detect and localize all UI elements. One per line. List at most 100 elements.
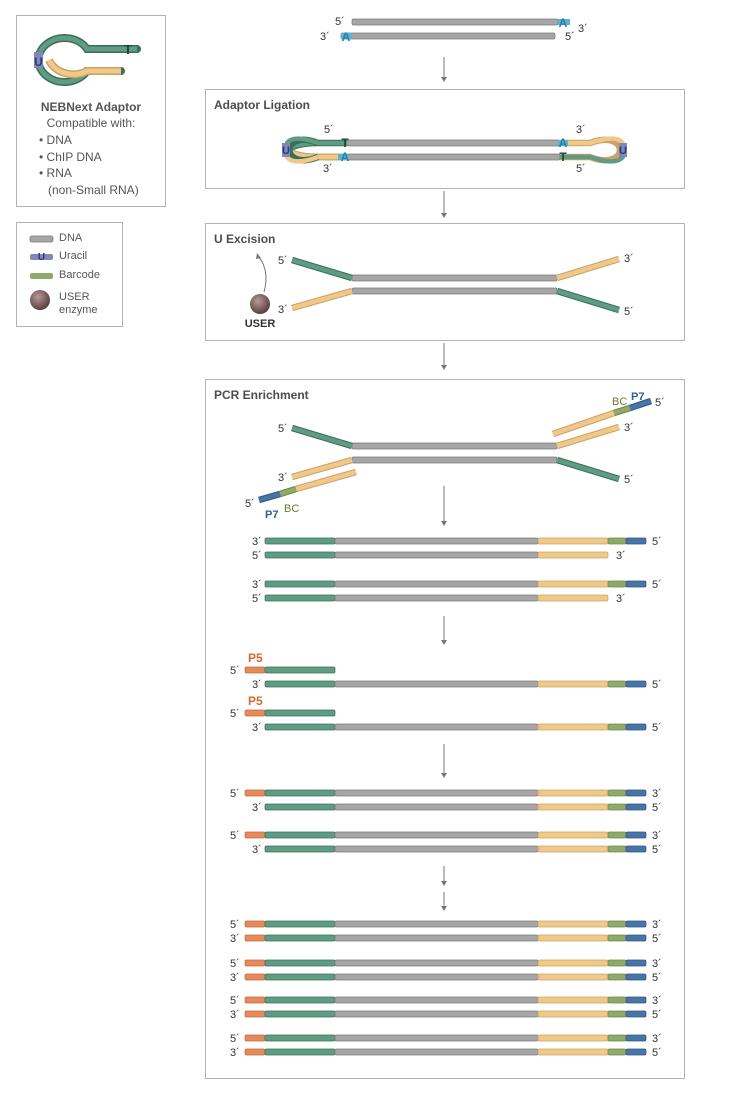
uracil-letter: U <box>34 55 43 69</box>
five-prime-label: 5´ <box>230 919 240 931</box>
a-overhang <box>558 19 570 25</box>
five-prime-label: 5´ <box>324 124 334 136</box>
adaptor-green-segment <box>264 973 336 981</box>
p7-label: P7 <box>265 509 278 521</box>
compatible-list: DNA ChIP DNA RNA (non-Small RNA) <box>39 132 139 198</box>
five-prime-label: 5´ <box>252 593 262 605</box>
adaptor-green-segment <box>264 920 336 928</box>
five-prime-label: 5´ <box>652 536 662 548</box>
five-prime-label: 5´ <box>652 802 662 814</box>
compatible-item: ChIP DNA <box>39 149 139 166</box>
adaptor-green-segment <box>264 1048 336 1056</box>
barcode-segment <box>607 920 627 928</box>
p7-segment <box>625 996 647 1004</box>
fork-strand-tan <box>556 424 620 449</box>
p5-label: P5 <box>248 694 263 708</box>
compatible-item: DNA <box>39 132 139 149</box>
barcode-segment <box>607 1010 627 1018</box>
barcode-segment <box>607 845 627 853</box>
adaptor-green-segment <box>264 551 336 559</box>
three-prime-label: 3´ <box>652 788 662 800</box>
p5-segment <box>244 934 266 942</box>
adaptor-tan-segment <box>537 959 609 967</box>
five-prime-label: 5´ <box>335 16 345 28</box>
p7-segment <box>625 845 647 853</box>
top-strand <box>351 274 558 282</box>
adaptor-title: NEBNext Adaptor <box>40 100 142 114</box>
three-prime-label: 3´ <box>230 1009 240 1021</box>
five-prime-label: 5´ <box>565 31 575 43</box>
five-prime-label: 5´ <box>252 550 262 562</box>
u-excision-title: U Excision <box>214 232 276 246</box>
three-prime-label: 3´ <box>320 31 330 43</box>
dna-segment <box>334 934 539 942</box>
key-legend-box: U DNA Uracil Barcode USER enzyme <box>16 222 123 327</box>
dna-segment <box>334 551 539 559</box>
three-prime-label: 3´ <box>624 253 634 265</box>
step-arrow-head <box>441 365 447 370</box>
p5-segment <box>244 996 266 1004</box>
adaptor-tan-segment <box>537 1010 609 1018</box>
p7-segment <box>625 789 647 797</box>
adaptor-hairpin-icon: U T <box>34 34 141 86</box>
dna-segment <box>334 831 539 839</box>
step-arrow-head <box>441 213 447 218</box>
five-prime-label: 5´ <box>652 679 662 691</box>
adaptor-green-segment <box>264 723 336 731</box>
three-prime-label: 3´ <box>652 995 662 1007</box>
primer-p7 <box>258 491 281 503</box>
adaptor-green-segment <box>264 1010 336 1018</box>
adaptor-tan-segment <box>537 1034 609 1042</box>
top-strand <box>346 139 561 147</box>
p7-segment <box>625 831 647 839</box>
three-prime-label: 3´ <box>252 579 262 591</box>
step-arrow-head <box>441 906 447 911</box>
adaptor-tan-segment <box>537 996 609 1004</box>
primer-barcode <box>279 486 297 497</box>
fork-strand-tan <box>291 288 353 311</box>
dna-segment <box>334 680 539 688</box>
p5-segment <box>244 1048 266 1056</box>
step-arrow-head <box>441 77 447 82</box>
dna-segment <box>334 1048 539 1056</box>
adaptor-tan-segment <box>537 723 609 731</box>
three-prime-label: 3´ <box>278 304 288 316</box>
p7-segment <box>625 803 647 811</box>
adaptor-subtitle: Compatible with: <box>46 116 136 130</box>
a-base-letter: A <box>559 16 568 30</box>
three-prime-label: 3´ <box>323 163 333 175</box>
adaptor-green-segment <box>264 580 336 588</box>
p5-segment <box>244 666 266 674</box>
a-overhang <box>341 33 352 39</box>
uracil-block <box>282 143 290 157</box>
three-prime-label: 3´ <box>278 472 288 484</box>
adaptor-green-segment <box>264 594 336 602</box>
fork-strand-green <box>556 457 620 482</box>
adaptor-tan-segment <box>537 973 609 981</box>
barcode-segment <box>607 723 627 731</box>
dna-segment <box>334 789 539 797</box>
top-strand <box>351 442 558 450</box>
three-prime-label: 3´ <box>252 802 262 814</box>
adaptor-green-segment <box>264 680 336 688</box>
primer-barcode <box>613 405 631 416</box>
three-prime-label: 3´ <box>652 958 662 970</box>
u-excision-panel: U Excision <box>205 223 685 341</box>
five-prime-label: 5´ <box>652 972 662 984</box>
adaptor-green-segment <box>264 709 336 717</box>
p5-segment <box>244 920 266 928</box>
barcode-label: BC <box>612 396 627 408</box>
five-prime-label: 5´ <box>230 708 240 720</box>
a-base-letter: A <box>342 30 351 44</box>
compatible-item: RNA <box>39 165 139 182</box>
adaptor-ligation-title: Adaptor Ligation <box>214 98 310 112</box>
five-prime-label: 5´ <box>652 844 662 856</box>
barcode-segment <box>607 973 627 981</box>
enzyme-arrow <box>257 255 267 293</box>
svg-text:U: U <box>38 252 45 263</box>
uracil-icon <box>30 254 53 260</box>
three-prime-label: 3´ <box>616 593 626 605</box>
adaptor-green-segment <box>264 845 336 853</box>
five-prime-label: 5´ <box>278 255 288 267</box>
adaptor-tan-segment <box>537 551 609 559</box>
